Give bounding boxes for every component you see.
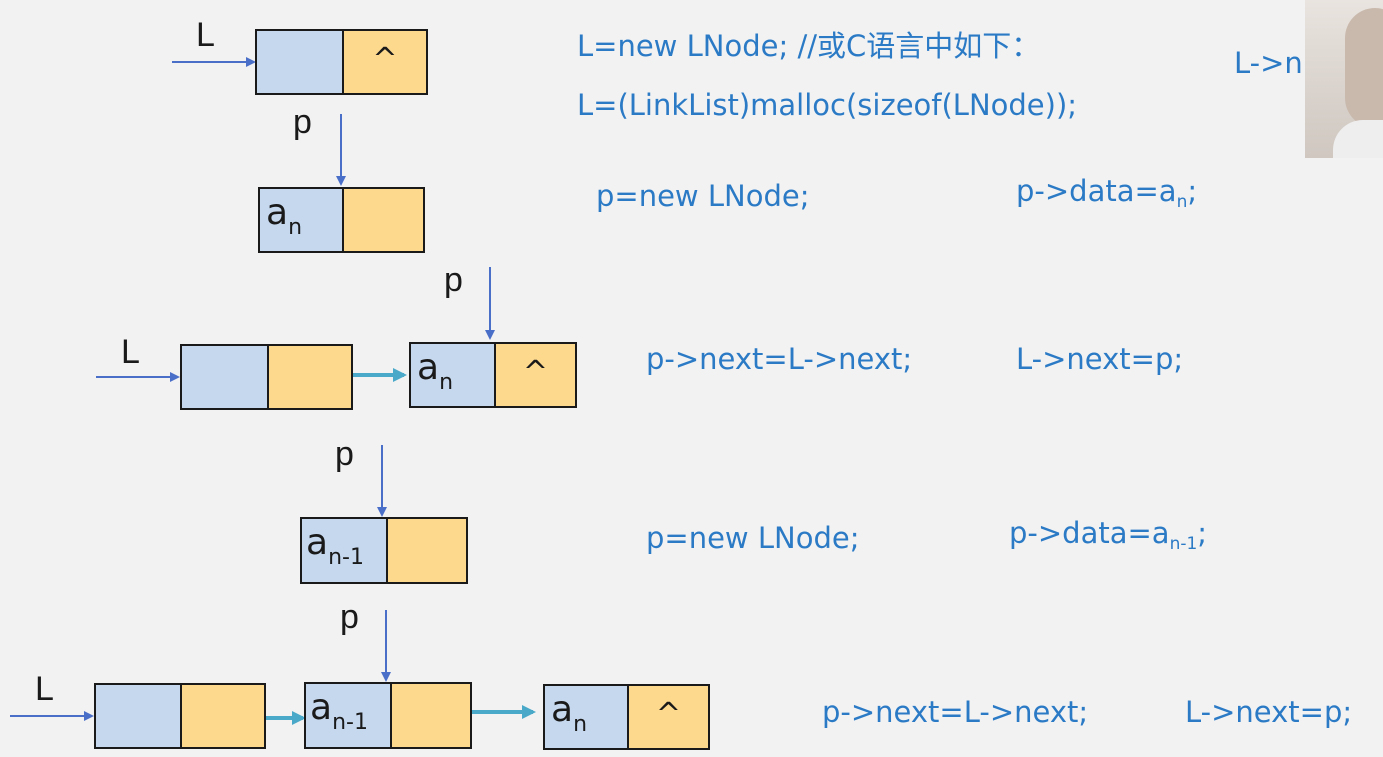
node-data-field: [96, 685, 182, 747]
node-next-field: [269, 346, 351, 408]
node-data-field: an: [411, 344, 496, 406]
node-value: an-1: [310, 687, 368, 735]
node-an-1: an-1: [300, 517, 468, 584]
code-step1-new: p=new LNode;: [596, 179, 810, 213]
node-data-field: an-1: [302, 519, 388, 582]
node-next-field: [344, 189, 423, 251]
node-value: an: [417, 347, 454, 395]
node-data-field: an: [260, 189, 344, 251]
null-symbol: ^: [372, 42, 398, 77]
pointer-label-l: L: [121, 333, 140, 371]
code-step3-new: p=new LNode;: [646, 521, 860, 555]
code-line-2: L=(LinkList)malloc(sizeof(LNode));: [577, 88, 1078, 122]
code-step4-link: L->next=p;: [1185, 695, 1353, 729]
pointer-label-l: L: [35, 670, 54, 708]
node-data-field: an: [545, 686, 629, 748]
head-node: ^: [255, 29, 428, 95]
null-symbol: ^: [522, 355, 549, 390]
node-data-field: [257, 31, 344, 93]
null-symbol: ^: [655, 697, 682, 732]
pointer-label-l: L: [196, 16, 215, 54]
head-node: [180, 344, 353, 410]
node-an-1: an-1: [304, 682, 472, 749]
node-next-field: ^: [496, 344, 575, 406]
node-an: an ^: [543, 684, 710, 750]
presenter-shirt: [1333, 120, 1383, 158]
code-line-cut: L->n: [1234, 46, 1303, 80]
node-an: an: [258, 187, 425, 253]
node-value: an: [266, 192, 303, 240]
pointer-label-p: p: [293, 103, 312, 141]
code-step3-data: p->data=an-1;: [1009, 516, 1208, 554]
code-step2-next: p->next=L->next;: [646, 342, 913, 376]
pointer-label-p: p: [444, 261, 463, 299]
code-step2-link: L->next=p;: [1016, 342, 1184, 376]
node-next-field: ^: [344, 31, 426, 93]
node-data-field: an-1: [306, 684, 392, 747]
presenter-head: [1345, 8, 1383, 128]
node-value: an-1: [306, 522, 364, 570]
node-an: an ^: [409, 342, 577, 408]
code-step1-data: p->data=an;: [1016, 174, 1198, 212]
node-next-field: [388, 519, 466, 582]
pointer-label-p: p: [335, 435, 354, 473]
code-line-1: L=new LNode; //或C语言中如下：: [577, 29, 1041, 63]
head-node: [94, 683, 266, 749]
webcam-overlay: [1305, 0, 1383, 158]
node-next-field: ^: [629, 686, 708, 748]
code-step4-next: p->next=L->next;: [822, 695, 1089, 729]
pointer-label-p: p: [340, 598, 359, 636]
node-value: an: [551, 689, 588, 737]
node-data-field: [182, 346, 269, 408]
node-next-field: [392, 684, 470, 747]
node-next-field: [182, 685, 264, 747]
